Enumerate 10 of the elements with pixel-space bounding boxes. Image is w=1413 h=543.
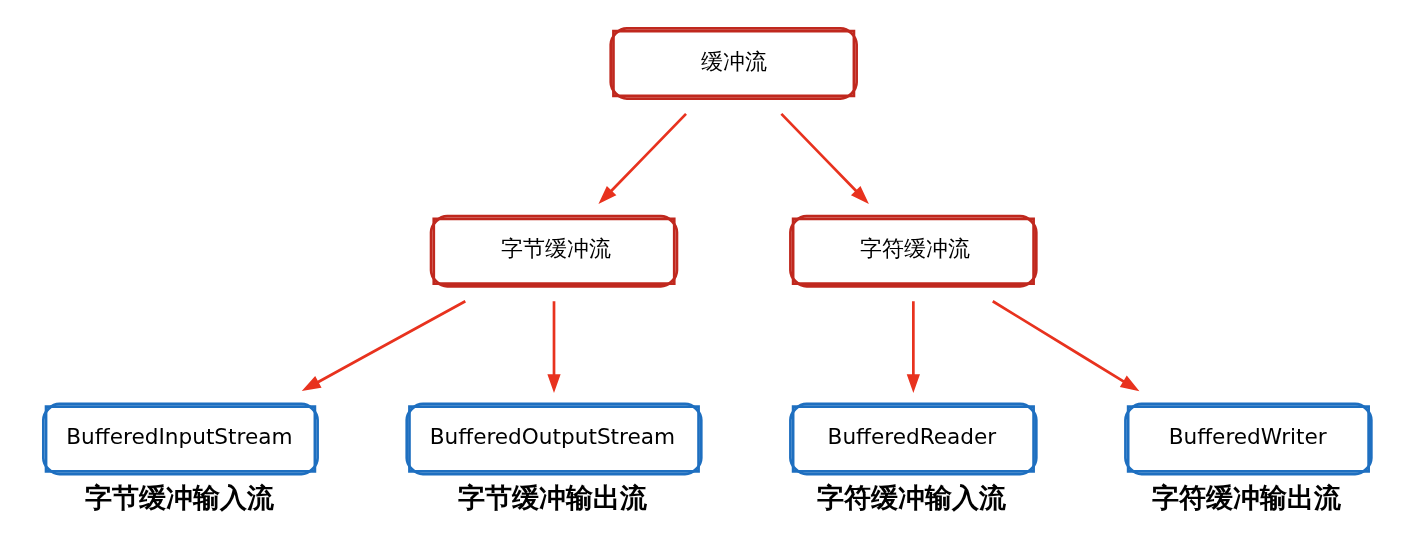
node-label: 字节缓冲输入流 <box>84 481 274 513</box>
arrow <box>991 300 1139 392</box>
arrow <box>779 112 869 205</box>
node-label: 字符缓冲输入流 <box>816 481 1006 513</box>
node-label: 字符缓冲输出流 <box>1151 481 1341 513</box>
arrow <box>301 300 466 391</box>
arrow <box>597 112 687 205</box>
node-label: 字节缓冲输出流 <box>457 481 647 513</box>
arrow <box>906 301 920 394</box>
arrow <box>546 301 561 394</box>
